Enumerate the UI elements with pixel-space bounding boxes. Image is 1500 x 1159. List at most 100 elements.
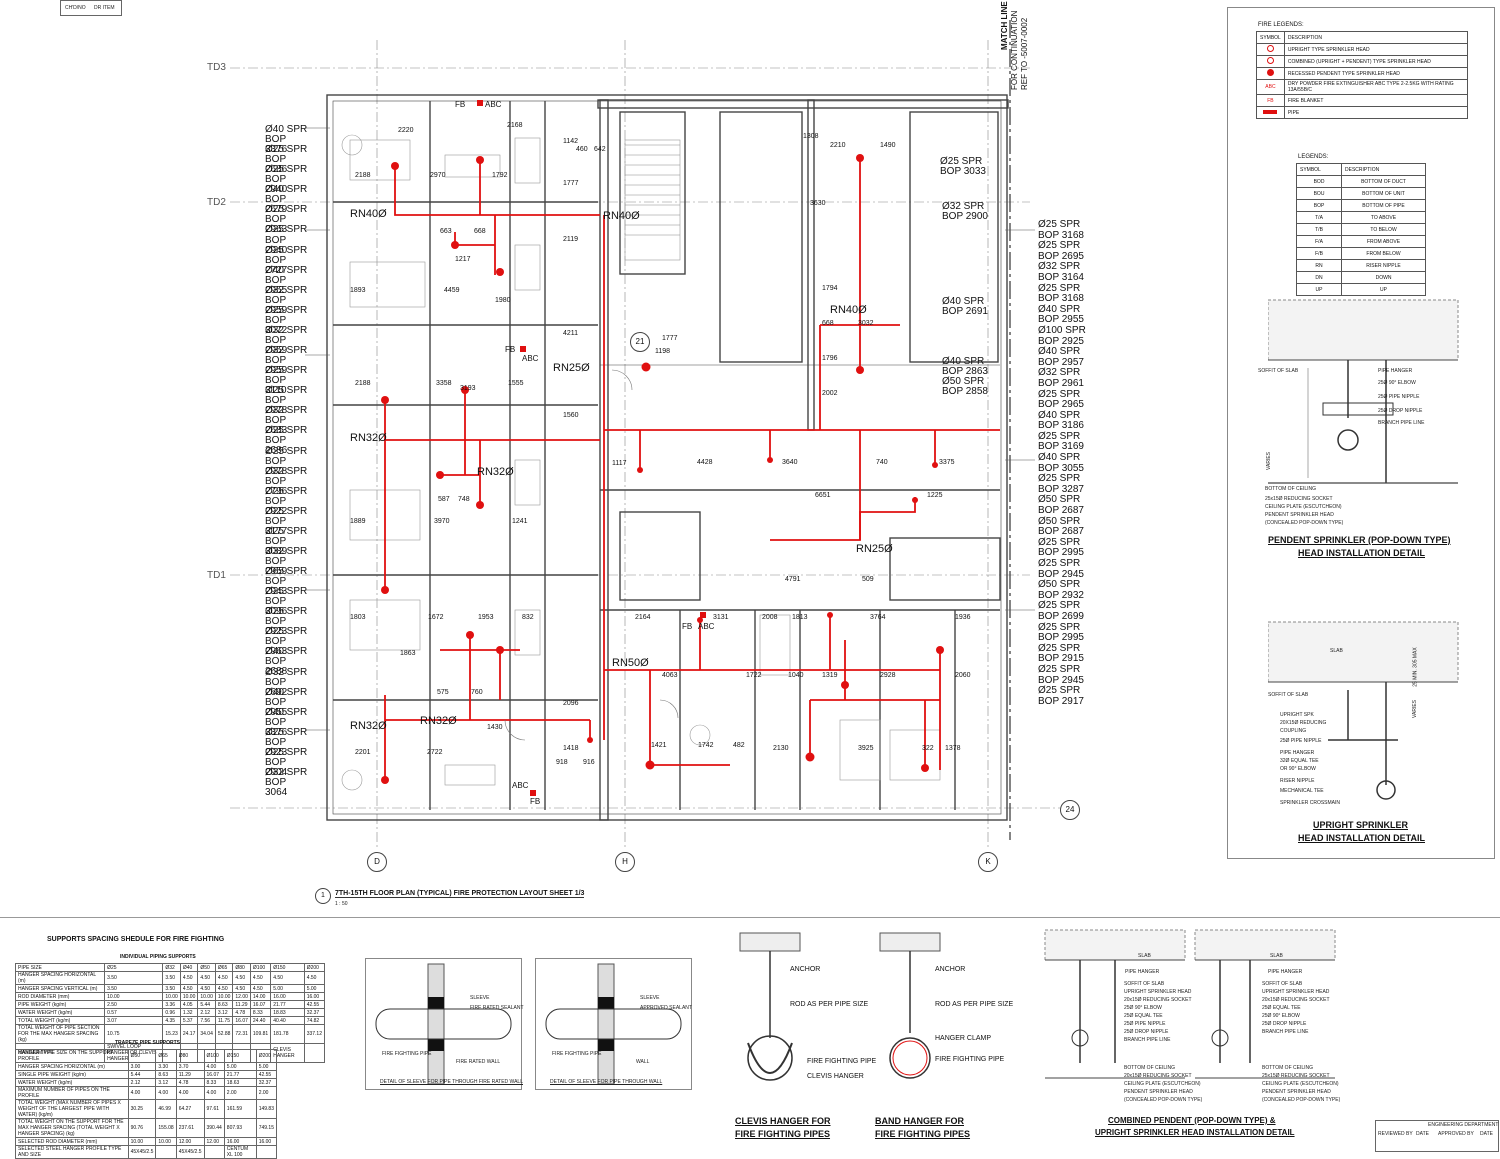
- mid-label-e1: Ø50 SPR: [942, 376, 985, 387]
- t1-cell: 10.00: [162, 992, 181, 1001]
- grid-td2: TD2: [207, 197, 226, 208]
- upright-note: 32Ø EQUAL TEE: [1280, 758, 1319, 764]
- sprinkler-label: BOP 2683: [265, 415, 288, 437]
- sleeve-1-drawing: [375, 963, 512, 1085]
- dimension-label: 832: [522, 614, 534, 621]
- fire-legend-symbol: [1256, 67, 1285, 80]
- t1-cell: 2.50: [104, 1000, 164, 1009]
- t2-cell: Ø65: [155, 1049, 177, 1063]
- sprinkler-label: Ø40 SPR: [265, 686, 308, 698]
- dimension-label: 2722: [427, 749, 443, 756]
- sprinkler-label: BOP 2687: [1038, 526, 1084, 538]
- t1-cell: 4.50: [270, 971, 305, 985]
- sprinkler-label: Ø25 SPR: [265, 164, 308, 176]
- sprinkler-symbol-icon: [1263, 109, 1278, 114]
- sprinkler-label: BOP 2796: [265, 475, 288, 497]
- upright-varies: VARIES: [1411, 700, 1418, 718]
- t1-cell: 24.17: [179, 1024, 199, 1044]
- dimension-label: 509: [862, 576, 874, 583]
- sprinkler-label: Ø32 SPR: [265, 405, 308, 417]
- combined-title-2: UPRIGHT SPRINKLER HEAD INSTALLATION DETA…: [1095, 1128, 1295, 1137]
- grid-td1: TD1: [207, 570, 226, 581]
- trapeze-supports-table: MAXIMUM PIPE SIZE ON THE SUPPORT PROFILE…: [15, 1049, 278, 1159]
- t1-cell: 40.40: [270, 1016, 305, 1025]
- sprinkler-label: Ø25 SPR: [1038, 558, 1081, 569]
- dimension-label: 482: [733, 742, 745, 749]
- t1-cell: ROD DIAMETER (mm): [14, 992, 106, 1001]
- upright-note: PIPE HANGER: [1280, 750, 1315, 756]
- band-title-1: BAND HANGER FOR: [875, 1116, 964, 1126]
- t2-cell: 155.08: [155, 1118, 177, 1138]
- clevis-hanger: CLEVIS HANGER: [807, 1073, 864, 1080]
- t2-cell: 12.00: [203, 1137, 225, 1146]
- dimension-label: 6651: [815, 492, 831, 499]
- t2-cell: 3.12: [155, 1078, 177, 1087]
- t1-cell: 5.37: [179, 1016, 199, 1025]
- sprinkler-label: Ø40 SPR: [265, 646, 308, 658]
- band-title-2: FIRE FIGHTING PIPES: [875, 1129, 971, 1139]
- t1-cell: 18.83: [270, 1008, 305, 1017]
- sprinkler-label: Ø25 SPR: [1038, 240, 1081, 252]
- t2-cell: Ø150: [223, 1049, 257, 1063]
- t2-cell: 8.63: [155, 1070, 177, 1079]
- t2-cell: 4.00: [203, 1086, 225, 1100]
- t2-cell: 237.61: [175, 1118, 205, 1138]
- t2-row: SELECTED STEEL HANGER PROFILE TYPE AND S…: [15, 1145, 278, 1159]
- combined-note-left: 25Ø 90° ELBOW: [1124, 1005, 1162, 1011]
- sprinkler-label: BOP 2959: [265, 355, 288, 377]
- t1-cell: 4.50: [303, 971, 326, 985]
- sprinkler-label: Ø25 SPR: [1038, 685, 1081, 697]
- sprinkler-label: Ø25 SPR: [1038, 430, 1081, 442]
- pendent-note: 25Ø DROP NIPPLE: [1378, 408, 1423, 414]
- fire-legend-desc: PIPE: [1283, 106, 1469, 119]
- dimension-label: 3640: [782, 459, 798, 466]
- sprinkler-label: BOP 2995: [1038, 547, 1084, 559]
- t2-cell: 5.44: [127, 1070, 157, 1079]
- t2-cell: 45X45/2.5: [175, 1145, 205, 1159]
- t2-row: MAXIMUM PIPE SIZE ON THE SUPPORT PROFILE…: [15, 1049, 278, 1063]
- sprinkler-label: BOP 2945: [1038, 568, 1084, 580]
- sprinkler-label: BOP 3186: [1038, 420, 1084, 432]
- t2-cell: 5.00: [255, 1062, 278, 1071]
- sleeve-detail-1: SLEEVE FIRE RATED SEALANT FIRE FIGHTING …: [365, 958, 524, 1090]
- combined-note-right: UPRIGHT SPRINKLER HEAD: [1262, 989, 1330, 995]
- t1-cell: 24.40: [249, 1016, 272, 1025]
- dimension-label: 1777: [563, 180, 579, 187]
- upright-detail-drawing: [1268, 621, 1459, 800]
- sprinkler-label: Ø25 SPR: [265, 304, 308, 316]
- dimension-label: 2220: [398, 127, 414, 134]
- sprinkler-label: BOP 2917: [1038, 695, 1084, 707]
- sprinkler-symbol-icon: [1266, 69, 1274, 76]
- grid-bubble-h: H: [615, 852, 635, 872]
- sprinkler-label: Ø25 SPR: [265, 385, 308, 397]
- combined-detail: SLAB SLAB PIPE HANGER PIPE HANGER SOFFIT…: [1040, 928, 1340, 1140]
- sprinkler-label: Ø25 SPR: [265, 746, 308, 758]
- t2-cell: 4.78: [175, 1078, 205, 1087]
- pendent-note: 25Ø 90° ELBOW: [1378, 380, 1416, 386]
- legends-symbol: F/A: [1295, 235, 1343, 248]
- pendent-note: BRANCH PIPE LINE: [1378, 420, 1425, 426]
- t1-cell: 10.00: [179, 992, 199, 1001]
- bottom-divider: [0, 917, 1500, 918]
- band-anchor: ANCHOR: [935, 966, 966, 973]
- sprinkler-label: Ø32 SPR: [1038, 367, 1081, 379]
- dimension-label: 4428: [697, 459, 713, 466]
- sprinkler-label: BOP 3089: [265, 535, 288, 557]
- legends-symbol: T/A: [1295, 211, 1343, 224]
- sprinkler-symbol-icon: [1266, 45, 1274, 52]
- t2-cell: 46.99: [155, 1099, 177, 1119]
- fire-legend-desc: DRY POWDER FIRE EXTINGUISHER ABC TYPE 2-…: [1283, 79, 1469, 95]
- riser-rn32-b: RN32Ø: [477, 466, 514, 478]
- sprinkler-label: BOP 2963: [265, 636, 288, 658]
- sprinkler-label: BOP 2959: [265, 556, 288, 578]
- sprinkler-label: Ø25 SPR: [265, 626, 308, 638]
- sprinkler-label: BOP 2959: [265, 294, 288, 316]
